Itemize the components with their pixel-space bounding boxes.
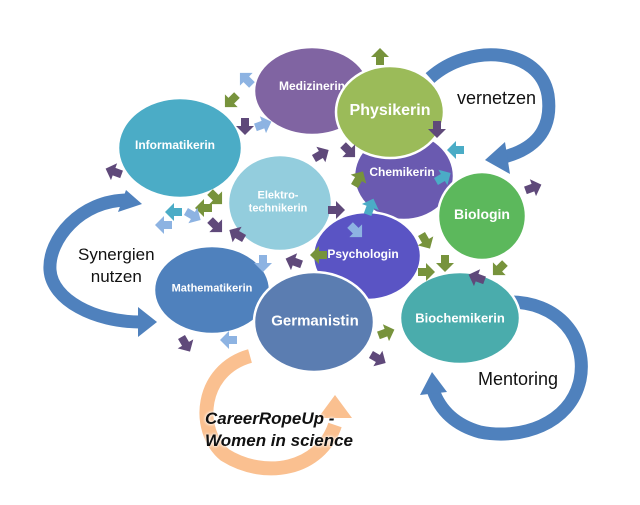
brand-cycle-arrow [199, 349, 342, 476]
small-arrow [361, 198, 379, 216]
small-arrow [254, 116, 272, 134]
small-arrow [433, 169, 451, 186]
small-arrow [254, 255, 272, 272]
small-arrow [224, 92, 240, 108]
small-arrow [492, 260, 508, 276]
mentoring-cycle-arrow [426, 295, 588, 441]
nutzen-line: nutzen [90, 267, 142, 286]
vernetzen-cycle-arrow [425, 48, 556, 165]
small-arrow [183, 207, 201, 224]
node-label-physikerin: Physikerin [349, 101, 431, 119]
small-arrow [447, 141, 464, 159]
small-arrow [105, 163, 123, 181]
small-arrow [368, 350, 386, 367]
small-arrow [340, 142, 356, 158]
small-arrow [524, 179, 542, 197]
small-arrow [377, 324, 395, 342]
brand-label: CareerRopeUp - Women in science [205, 408, 353, 452]
node-label-elektrotechnikerin: Elektro-technikerin [249, 189, 308, 214]
small-arrow [468, 269, 486, 287]
small-arrow [177, 334, 194, 352]
small-arrow [417, 231, 434, 249]
small-arrow [207, 189, 223, 205]
mentoring-arrowhead [420, 372, 447, 395]
node-biochemikerin [398, 270, 522, 366]
synergien-line: Synergien [78, 245, 155, 264]
cycle-label-mentoring: Mentoring [478, 369, 559, 389]
small-arrow [428, 121, 446, 138]
node-informatikerin [116, 96, 244, 200]
node-label-biologin: Biologin [454, 205, 510, 222]
brand-line-1: CareerRopeUp - [205, 409, 335, 428]
node-biologin [436, 170, 528, 262]
node-label-biochemikerin: Biochemikerin [415, 310, 505, 326]
small-arrow [371, 48, 389, 65]
node-physikerin [334, 64, 446, 160]
node-label-informatikerin: Informatikerin [134, 138, 216, 153]
small-arrow [311, 146, 329, 163]
technikerin-line: technikerin [248, 202, 308, 214]
synergien-arrowhead-bottom [138, 307, 157, 337]
small-arrow [229, 226, 247, 243]
small-arrow [350, 171, 367, 189]
small-arrow [418, 263, 435, 281]
synergien-arrowhead-top [118, 190, 142, 212]
small-arrow [155, 216, 172, 234]
node-germanistin [252, 270, 376, 374]
small-arrow [285, 253, 303, 271]
node-label-chemikerin: Chemikerin [369, 165, 435, 180]
node-elektrotechnikerin [226, 153, 334, 253]
small-arrow [347, 222, 363, 238]
elektro-line: Elektro- [257, 189, 299, 202]
small-arrow [207, 217, 223, 233]
small-arrow [310, 246, 327, 264]
cycle-label-synergien: Synergien nutzen [78, 244, 155, 288]
cycle-label-vernetzen: vernetzen [457, 88, 537, 108]
vernetzen-arrowhead [485, 142, 510, 174]
small-arrow [195, 199, 212, 217]
brand-arrowhead [318, 395, 352, 418]
small-arrow [436, 255, 454, 272]
small-arrow [239, 72, 255, 88]
node-label-mathematikerin: Mathematikerin [171, 282, 253, 295]
node-label-psychologin: Psychologin [327, 247, 399, 262]
node-label-germanistin: Germanistin [271, 312, 359, 330]
node-label-medizinerin: Medizinerin [278, 79, 346, 94]
synergien-cycle-arrow [43, 193, 141, 329]
small-arrow [165, 203, 182, 221]
small-arrow [236, 118, 254, 135]
brand-line-2: Women in science [205, 431, 354, 450]
small-arrow [220, 331, 237, 349]
small-arrow [328, 201, 345, 219]
